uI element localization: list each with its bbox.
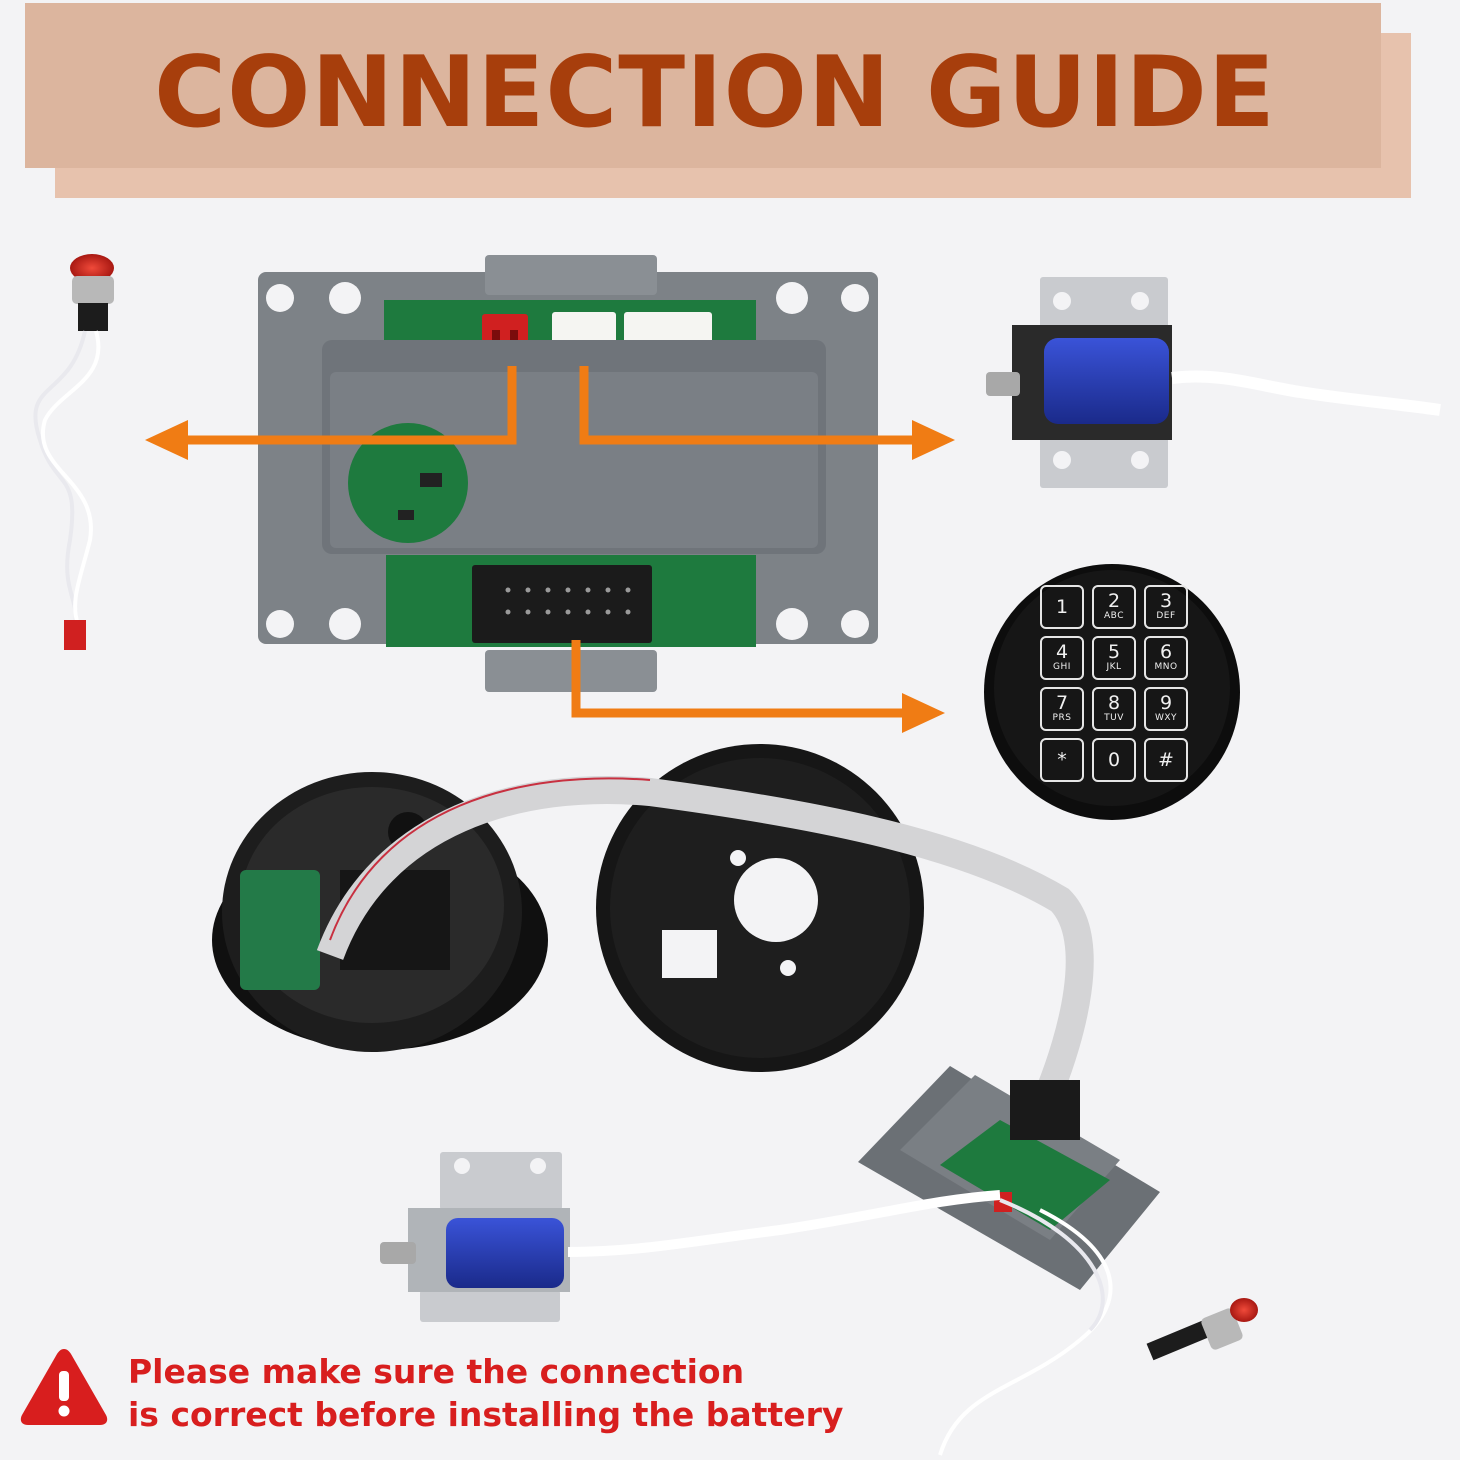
mount-hole	[329, 608, 361, 640]
arrow-to-keypad	[571, 640, 945, 733]
control-box-top-tab	[485, 255, 657, 295]
warning-triangle-icon	[20, 1349, 108, 1425]
ribbon-cable	[316, 776, 1094, 1096]
push-button-switch	[33, 254, 114, 650]
mount-hole	[329, 282, 361, 314]
red-button-cap-bottom	[1230, 1298, 1258, 1322]
solenoid-bracket	[1040, 277, 1168, 337]
solenoid-bottom	[380, 1152, 1001, 1322]
mount-hole	[266, 284, 294, 312]
warning-line-2: is correct before installing the battery	[128, 1395, 844, 1434]
warning-line-1: Please make sure the connection	[128, 1352, 745, 1391]
mount-hole	[841, 284, 869, 312]
mount-hole	[776, 282, 808, 314]
solenoid-plunger	[986, 372, 1020, 396]
control-box-connected	[858, 1066, 1160, 1290]
solenoid-coil	[1044, 338, 1169, 424]
key-hash: #	[1144, 738, 1188, 782]
mount-hole	[776, 608, 808, 640]
keypad-pcb	[240, 870, 320, 990]
mount-hole	[266, 610, 294, 638]
keypad-housing-open	[212, 772, 548, 1052]
solenoid-top	[986, 277, 1441, 488]
arrow-to-switch	[145, 366, 517, 460]
warning-message: Please make sure the connection is corre…	[128, 1350, 888, 1436]
arrow-to-solenoid	[579, 366, 955, 460]
control-box	[258, 255, 878, 692]
mount-hole	[841, 610, 869, 638]
page-title: CONNECTION GUIDE	[154, 36, 1276, 150]
banner	[25, 3, 1381, 168]
ribbon-header	[472, 565, 652, 643]
red-button-cap	[70, 254, 114, 282]
switch-body	[72, 276, 114, 304]
pcb-window-round	[348, 423, 468, 543]
key-0: 0	[1092, 738, 1136, 782]
key-star: *	[1040, 738, 1084, 782]
push-button-switch-bottom	[938, 1198, 1258, 1456]
switch-plug	[64, 620, 86, 650]
plate-center-hole	[734, 858, 818, 942]
control-box-bottom-tab	[485, 650, 657, 692]
solenoid-coil-bottom	[446, 1218, 564, 1288]
key-1: 1	[1040, 585, 1084, 629]
